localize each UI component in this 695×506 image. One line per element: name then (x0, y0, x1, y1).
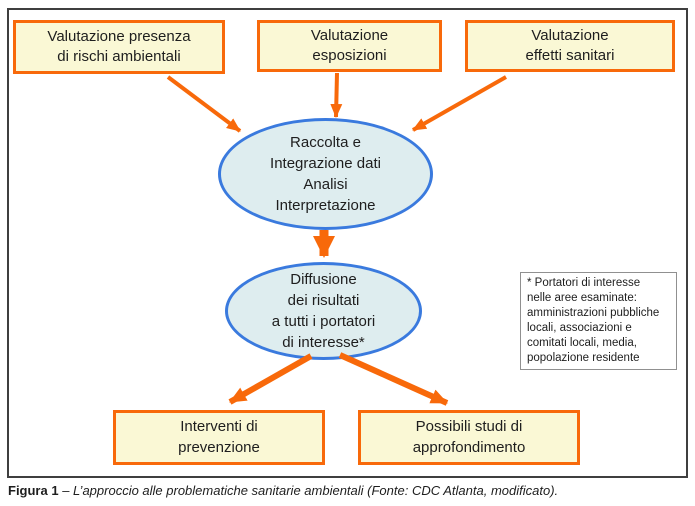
box-interventi-prevenzione: Interventi di prevenzione (113, 410, 325, 465)
box-valutazione-effetti-sanitari: Valutazione effetti sanitari (465, 20, 675, 72)
note-portatori-di-interesse: * Portatori di interesse nelle aree esam… (520, 272, 677, 370)
ellipse-label: Raccolta e Integrazione dati Analisi Int… (270, 134, 381, 214)
note-label: * Portatori di interesse nelle aree esam… (527, 277, 660, 364)
ellipse-label: Diffusione dei risultati a tutti i porta… (271, 271, 376, 351)
box-label: Valutazione effetti sanitari (525, 26, 615, 64)
box-label: Valutazione presenza di rischi ambiental… (47, 27, 191, 65)
ellipse-raccolta-integrazione: Raccolta e Integrazione dati Analisi Int… (218, 118, 433, 230)
figure-caption: Figura 1 – L’approccio alle problematich… (8, 483, 688, 500)
box-possibili-studi: Possibili studi di approfondimento (358, 410, 580, 465)
ellipse-diffusione-risultati: Diffusione dei risultati a tutti i porta… (225, 262, 422, 360)
box-valutazione-rischi-ambientali: Valutazione presenza di rischi ambiental… (13, 20, 225, 74)
diagram-frame (7, 8, 688, 478)
box-label: Interventi di prevenzione (178, 418, 260, 456)
figure-caption-label: Figura 1 (8, 483, 59, 498)
box-label: Valutazione esposizioni (310, 26, 389, 64)
box-valutazione-esposizioni: Valutazione esposizioni (257, 20, 442, 72)
figure-caption-text: – L’approccio alle problematiche sanitar… (62, 483, 559, 498)
box-label: Possibili studi di approfondimento (412, 418, 526, 456)
